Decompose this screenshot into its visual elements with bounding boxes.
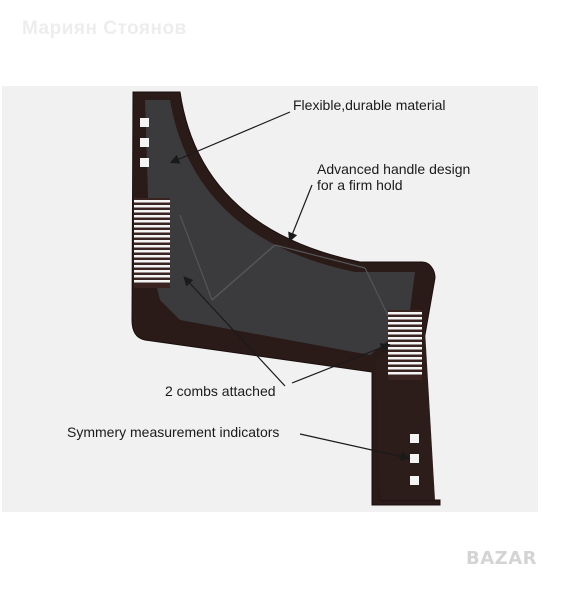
facet-line xyxy=(211,244,276,301)
arrow-symmetry xyxy=(299,433,411,462)
indicator-square xyxy=(410,454,419,463)
left-comb xyxy=(134,198,170,288)
arrow-comb-right xyxy=(291,343,391,384)
indicator-square xyxy=(410,434,419,443)
right-comb xyxy=(388,310,422,380)
label-handle: Advanced handle design for a firm hold xyxy=(317,161,470,193)
arrow-handle xyxy=(288,184,313,243)
facet-line xyxy=(179,214,213,301)
label-material: Flexible,durable material xyxy=(293,97,446,113)
indicator-square xyxy=(410,476,419,485)
indicator-square xyxy=(140,138,149,147)
label-handle-line1: Advanced handle design xyxy=(317,161,471,177)
label-symmetry: Symmery measurement indicators xyxy=(67,424,280,440)
arrow-material xyxy=(169,111,291,164)
shaper-inner-panel xyxy=(145,100,415,355)
facet-line xyxy=(274,244,366,269)
bazar-logo: BAZAR xyxy=(466,548,537,569)
indicator-square xyxy=(140,158,149,167)
label-handle-line2: for a firm hold xyxy=(317,177,403,193)
label-combs: 2 combs attached xyxy=(165,383,276,399)
arrow-comb-left xyxy=(183,276,286,387)
seller-watermark: Мариян Стоянов xyxy=(22,18,187,39)
indicator-square xyxy=(140,118,149,127)
